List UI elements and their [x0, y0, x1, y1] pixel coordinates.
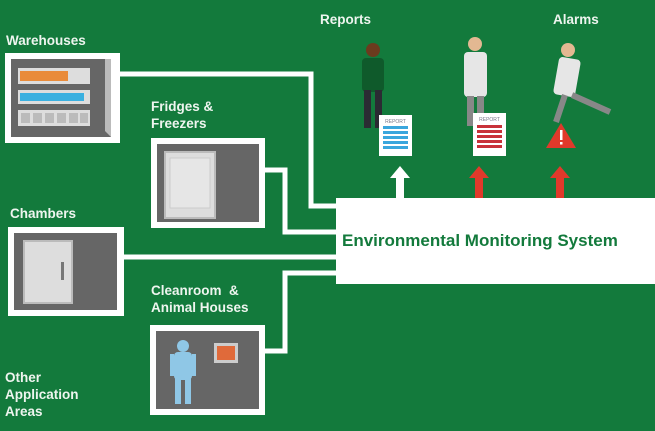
- label-fridges-line2: Freezers: [151, 116, 207, 131]
- blue-report-icon: REPORT: [379, 115, 412, 156]
- connector-warehouses: [118, 71, 340, 209]
- warning-triangle-icon: [546, 123, 576, 148]
- red-report-icon: REPORT: [473, 113, 506, 156]
- chamber-illustration: [8, 227, 124, 316]
- connector-fridges: [263, 167, 340, 235]
- label-other-line3: Areas: [5, 404, 43, 419]
- svg-text:REPORT: REPORT: [385, 119, 406, 125]
- fridge-illustration: [151, 138, 265, 228]
- label-warehouses: Warehouses: [6, 33, 86, 48]
- report-arrow-icon: [390, 166, 410, 198]
- running-technician-icon: [553, 43, 612, 123]
- label-other-line1: Other: [5, 370, 42, 385]
- connector-lines: [118, 71, 340, 354]
- report-alarm-arrow-icon: [469, 166, 489, 198]
- cleanroom-worker-icon: [170, 340, 196, 404]
- label-cleanroom-line2: Animal Houses: [151, 300, 249, 315]
- label-cleanroom-line1: Cleanroom &: [151, 283, 239, 298]
- alarm-arrow-icon: [550, 166, 570, 198]
- label-chambers: Chambers: [10, 206, 77, 221]
- technician-figure-icon: [464, 37, 487, 126]
- ems-box: Environmental Monitoring System: [336, 198, 655, 284]
- ems-title: Environmental Monitoring System: [342, 231, 618, 250]
- label-cleanroom: Cleanroom & Animal Houses: [151, 282, 249, 316]
- label-alarms: Alarms: [553, 12, 599, 27]
- warehouse-illustration: [5, 53, 120, 143]
- label-fridges-line1: Fridges &: [151, 99, 214, 114]
- label-fridges: Fridges & Freezers: [151, 98, 213, 132]
- label-reports: Reports: [320, 12, 372, 27]
- svg-text:REPORT: REPORT: [479, 117, 500, 123]
- manager-figure-icon: [362, 43, 384, 128]
- connector-cleanroom: [263, 270, 340, 354]
- label-other-line2: Application: [5, 387, 79, 402]
- cleanroom-illustration: [150, 325, 265, 415]
